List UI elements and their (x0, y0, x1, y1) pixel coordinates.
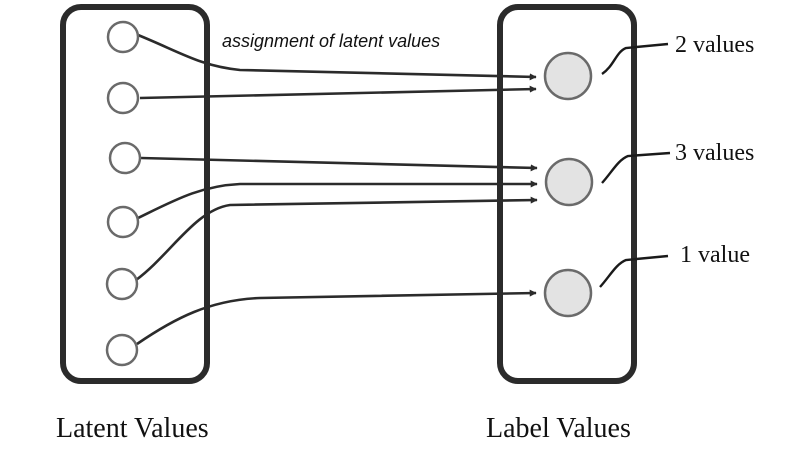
latent-value-node (108, 141, 142, 175)
count-leader-line (601, 42, 669, 75)
count-label: 1 value (680, 242, 750, 268)
label-values-title: Label Values (486, 413, 631, 444)
label-value-node (543, 268, 593, 318)
count-label: 2 values (675, 32, 754, 58)
latent-value-node (106, 20, 140, 54)
latent-value-node (105, 267, 139, 301)
latent-value-node (106, 205, 140, 239)
label-nodes (543, 51, 594, 318)
count-leader-line (599, 254, 669, 288)
assignment-arrows (135, 33, 538, 346)
latent-nodes (105, 20, 142, 367)
label-value-node (544, 157, 594, 207)
assignment-arrow (137, 180, 538, 220)
assignment-arrow (136, 289, 537, 346)
assignment-arrow (139, 85, 537, 100)
latent-values-title: Latent Values (56, 413, 209, 444)
count-label: 3 values (675, 140, 754, 166)
count-leader-line (601, 151, 671, 184)
latent-value-node (106, 81, 140, 115)
assignment-caption: assignment of latent values (222, 31, 440, 51)
latent-value-node (105, 333, 139, 367)
latent-values-panel (60, 4, 210, 384)
assignment-arrow (135, 196, 538, 282)
label-value-node (543, 51, 593, 101)
assignment-arrow (137, 33, 537, 81)
assignment-arrow (140, 156, 538, 172)
